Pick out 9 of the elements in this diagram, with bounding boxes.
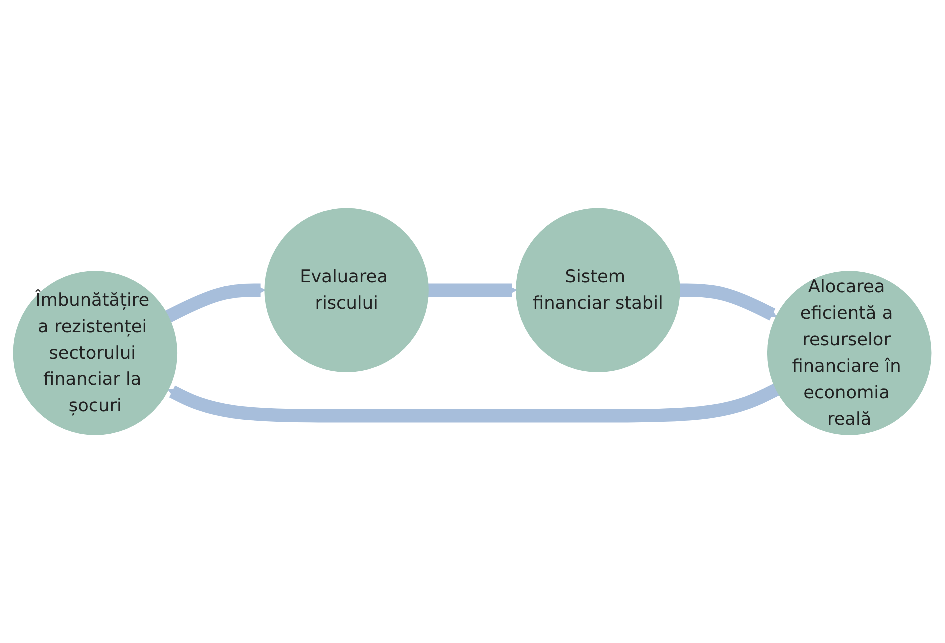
node-circle xyxy=(264,208,429,372)
arrow xyxy=(428,283,518,297)
node-circle xyxy=(767,270,932,436)
arrow xyxy=(165,283,266,322)
cycle-diagram: Îmbunătățire a rezistenței sectorului financiar la șocuri Evaluarea riscului Sistem financiar stabil Alocarea eficientă a resurselor financiare în economia reală xyxy=(5,200,940,444)
arrow xyxy=(680,283,778,320)
node-circle xyxy=(516,208,680,372)
arrow xyxy=(168,383,780,422)
node-circle xyxy=(13,270,178,436)
